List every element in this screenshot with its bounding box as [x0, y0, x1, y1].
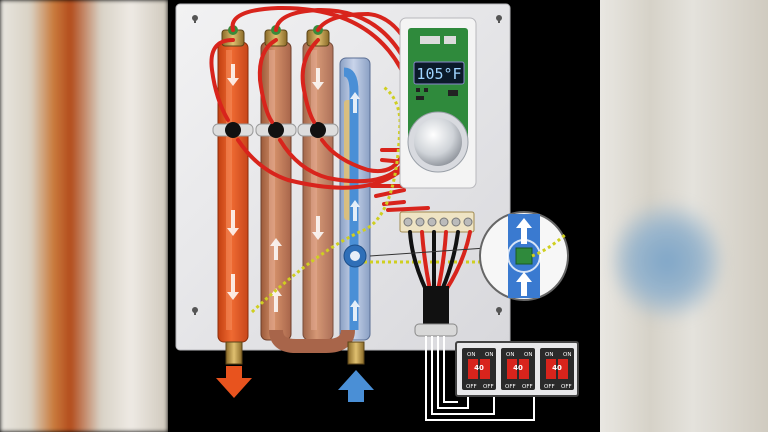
- svg-text:ON: ON: [506, 352, 514, 358]
- breaker-1[interactable]: ON ON 40 OFF OFF: [462, 348, 496, 390]
- svg-text:OFF: OFF: [483, 384, 494, 390]
- svg-text:ON: ON: [524, 352, 532, 358]
- supply-wires: [408, 230, 472, 292]
- blurred-background-blue: [612, 196, 722, 326]
- thermal-cutoffs: [212, 122, 339, 138]
- breaker-cables: [425, 336, 535, 421]
- svg-text:40: 40: [513, 364, 523, 372]
- svg-text:OFF: OFF: [505, 384, 516, 390]
- flow-arrows: [227, 64, 360, 321]
- water-heater-diagram: 105°F: [168, 0, 600, 432]
- conduit-clamp: [414, 323, 458, 337]
- svg-text:ON: ON: [467, 352, 475, 358]
- svg-text:OFF: OFF: [561, 384, 572, 390]
- svg-text:ON: ON: [545, 352, 553, 358]
- flow-sensor: [343, 244, 367, 268]
- diagram-canvas: 105°F: [175, 3, 579, 421]
- svg-text:OFF: OFF: [522, 384, 533, 390]
- svg-text:ON: ON: [563, 352, 571, 358]
- breaker-panel: ON ON 40 OFF OFF ON ON 40 OFF OFF ON ON …: [455, 341, 579, 397]
- svg-text:OFF: OFF: [466, 384, 477, 390]
- water-connections: [225, 341, 365, 365]
- svg-text:40: 40: [474, 364, 484, 372]
- conduit: [423, 286, 449, 328]
- temperature-knob[interactable]: [414, 118, 462, 166]
- svg-text:40: 40: [552, 364, 562, 372]
- cold-water-in-arrow: [338, 370, 374, 402]
- blurred-background-left: [0, 0, 168, 432]
- terminal-block: [399, 211, 475, 233]
- control-module: 105°F: [399, 17, 477, 189]
- breaker-3[interactable]: ON ON 40 OFF OFF: [540, 348, 574, 390]
- temperature-display: 105°F: [416, 65, 461, 83]
- svg-text:OFF: OFF: [544, 384, 555, 390]
- mounting-holes: [192, 15, 502, 315]
- hot-water-out-arrow: [216, 366, 252, 398]
- cold-water-line: [343, 67, 359, 330]
- svg-text:ON: ON: [485, 352, 493, 358]
- flow-sensor-inset: [369, 211, 569, 301]
- breaker-2[interactable]: ON ON 40 OFF OFF: [501, 348, 535, 390]
